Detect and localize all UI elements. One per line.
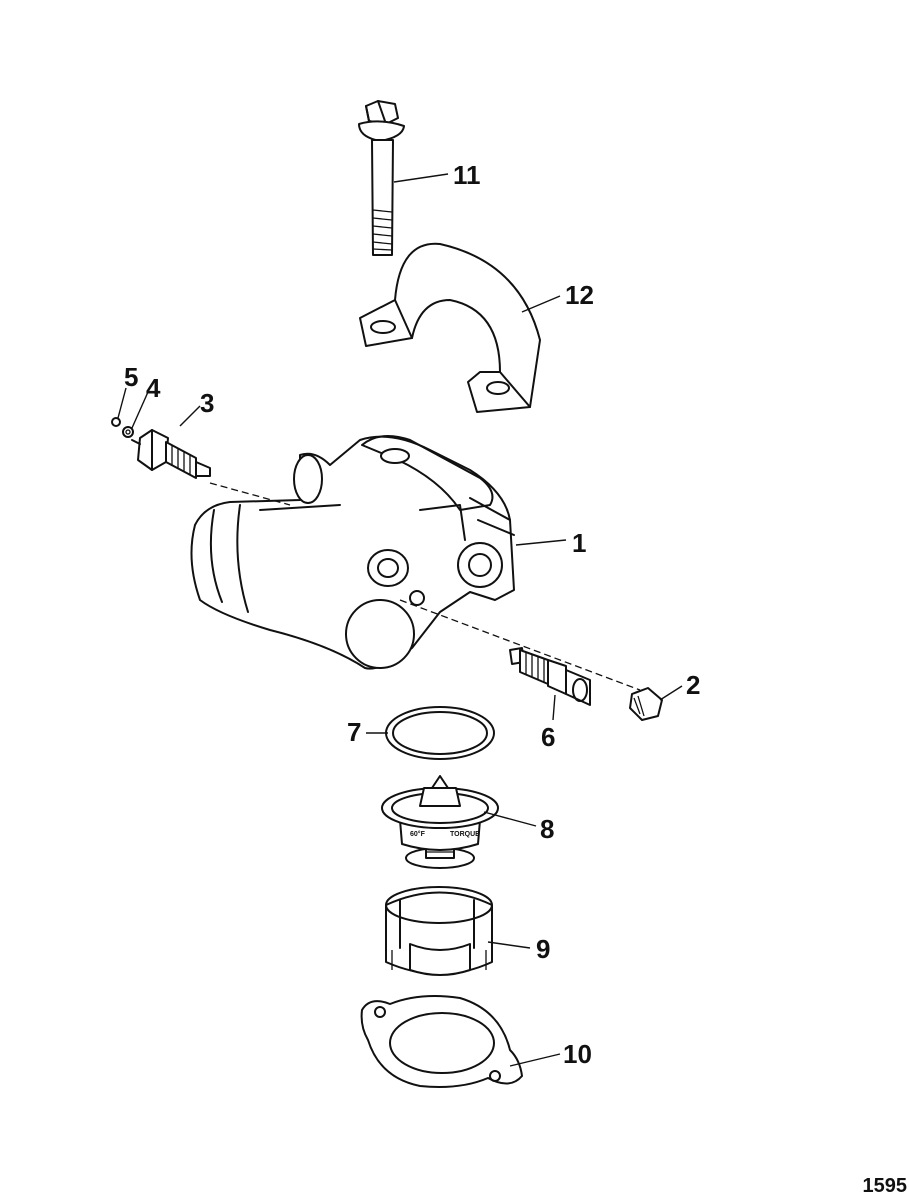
thermostat-part-8: 60°F TORQUE	[381, 775, 499, 869]
alignment-line-upper	[209, 482, 291, 506]
callout-3: 3	[200, 388, 214, 418]
callout-7: 7	[347, 717, 361, 747]
callout-11: 11	[453, 160, 481, 190]
ring-part-5	[111, 417, 121, 427]
sleeve-part-9	[385, 886, 493, 976]
washer-part-4	[122, 426, 134, 438]
sender-part-3	[131, 429, 211, 479]
callout-5: 5	[124, 362, 138, 392]
thermostat-stamp-right: TORQUE	[450, 831, 480, 838]
alignment-line-lower	[399, 599, 641, 691]
callout-9: 9	[536, 934, 550, 964]
callout-1: 1	[572, 528, 586, 558]
o-ring-part-7	[385, 706, 495, 760]
bolt-part-11	[358, 100, 405, 256]
sensor-part-6	[509, 647, 591, 706]
bracket-part-12	[359, 242, 541, 413]
gasket-part-10	[360, 995, 523, 1088]
callout-4: 4	[146, 373, 161, 403]
figure-id: 1595	[862, 1175, 908, 1197]
callout-8: 8	[540, 814, 554, 844]
leader-lines	[117, 173, 683, 1067]
plug-part-2	[629, 687, 663, 721]
callout-10: 10	[563, 1039, 592, 1069]
thermostat-housing-part-1	[190, 435, 515, 670]
callout-12: 12	[565, 280, 594, 310]
callout-6: 6	[541, 722, 555, 752]
callout-2: 2	[686, 670, 700, 700]
thermostat-stamp-left: 60°F	[410, 830, 426, 838]
